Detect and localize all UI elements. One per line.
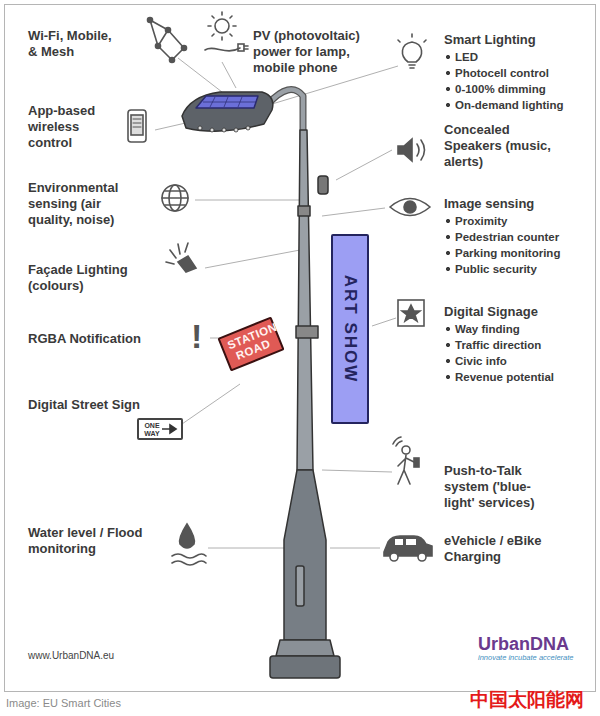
- website-url: www.UrbanDNA.eu: [28, 650, 188, 662]
- feature-label: Environmental sensing (air quality, nois…: [28, 180, 128, 228]
- feature-label: eVehicle / eBike Charging: [444, 533, 564, 565]
- logo-name: UrbanDNA: [478, 633, 588, 655]
- feature-label: Concealed Speakers (music, alerts): [444, 122, 556, 170]
- feature-heading: Digital Signage: [444, 304, 584, 320]
- feature-label: Push-to-Talk system ('blue-light' servic…: [444, 463, 559, 511]
- feature-heading: Image sensing: [444, 196, 584, 212]
- one-way-sign: ONE WAY: [137, 418, 183, 440]
- bullet-item: Way finding: [444, 321, 600, 338]
- banner-sign: ART SHOW: [331, 234, 369, 424]
- watermark: 中国太阳能网: [470, 688, 595, 711]
- bullet-item: On-demand lighting: [444, 97, 595, 114]
- bullet-item: Civic info: [444, 353, 600, 370]
- feature-label: RGBA Notification: [28, 331, 188, 347]
- feature-label: Water level / Flood monitoring: [28, 525, 148, 557]
- notification-symbol: !: [191, 316, 211, 357]
- bullet-item: Public security: [444, 261, 600, 278]
- bullet-item: Parking monitoring: [444, 245, 600, 262]
- bullet-item: Photocell control: [444, 65, 595, 82]
- image-credit: Image: EU Smart Cities: [6, 697, 206, 710]
- bullet-item: 0-100% dimming: [444, 81, 595, 98]
- bullet-item: Proximity: [444, 213, 600, 230]
- bullet-item: Traffic direction: [444, 337, 600, 354]
- sign-text: ONE WAY: [142, 422, 162, 438]
- feature-label: Wi-Fi, Mobile, & Mesh: [28, 28, 118, 60]
- feature-label: Façade Lighting (colours): [28, 262, 146, 294]
- feature-label: App-based wireless control: [28, 103, 100, 151]
- bullet-item: Revenue potential: [444, 369, 600, 386]
- bullet-item: Pedestrian counter: [444, 229, 600, 246]
- logo-tagline: innovate incubate accelerate: [478, 653, 593, 662]
- feature-label: Digital Street Sign: [28, 397, 188, 413]
- arrow-symbol: [161, 423, 179, 435]
- feature-heading: Smart Lighting: [444, 32, 584, 48]
- sign-text: ART SHOW: [340, 275, 360, 384]
- feature-label: PV (photovoltaic) power for lamp, mobile…: [253, 28, 371, 76]
- bullet-item: LED: [444, 49, 595, 66]
